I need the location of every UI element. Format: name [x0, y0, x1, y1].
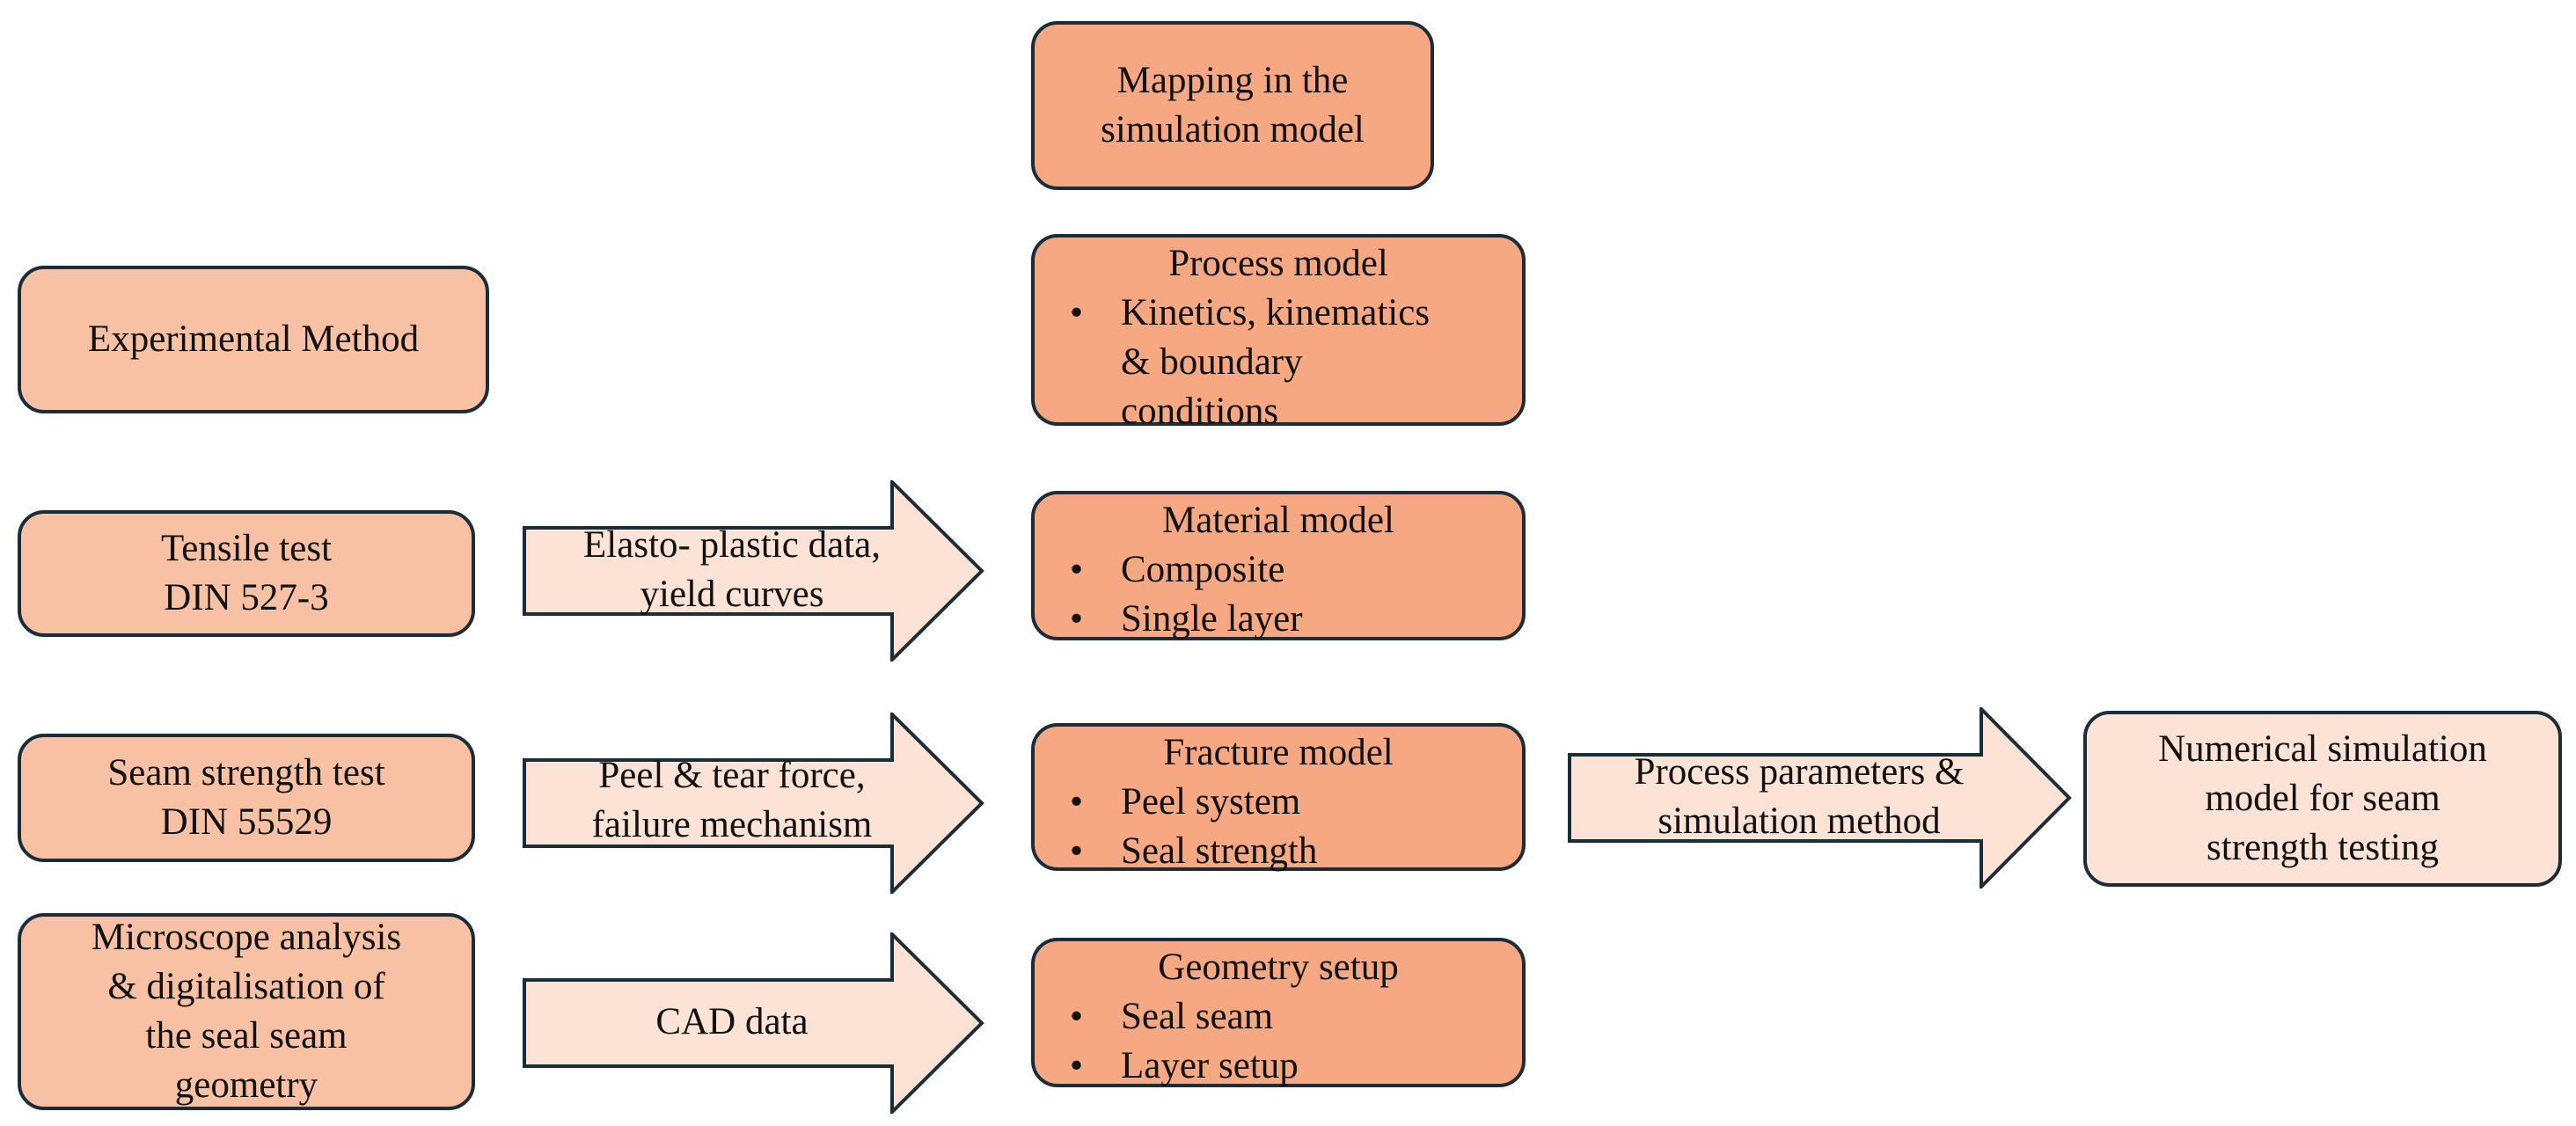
material-model-item: •Single layer — [1070, 595, 1513, 644]
material-model-title: Material model — [1162, 500, 1394, 541]
bullet-icon: • — [1070, 598, 1084, 640]
fracture-model-title: Fracture model — [1163, 732, 1394, 773]
arrow-right-icon — [1568, 707, 2072, 888]
geometry-setup-title: Geometry setup — [1158, 947, 1399, 988]
geometry-setup-item: •Seal seam — [1070, 992, 1513, 1042]
material-model-list: •Composite •Single layer — [1035, 545, 1522, 644]
cad-label: CAD data — [655, 1001, 809, 1042]
arrow-right-icon — [523, 480, 984, 662]
microscope-line-1: Microscope analysis — [91, 917, 402, 958]
bullet-icon: • — [1070, 996, 1084, 1037]
material-model-item: •Composite — [1070, 545, 1513, 595]
fracture-model-list: •Peel system •Seal strength — [1035, 778, 1522, 876]
bullet-icon: • — [1070, 1045, 1084, 1086]
microscope-line-4: geometry — [174, 1064, 318, 1106]
process-model-item: & boundary — [1121, 341, 1303, 383]
process-model-item: •Kinetics, kinematics — [1070, 289, 1513, 338]
mapping-line-1: Mapping in the — [1116, 60, 1349, 101]
bullet-icon: • — [1070, 781, 1084, 823]
arrow-right-icon — [523, 713, 984, 894]
peel-arrow: Peel & tear force, failure mechanism — [523, 713, 985, 894]
peel-label-line-2: failure mechanism — [591, 804, 873, 845]
microscope-line-3: the seal seam — [145, 1015, 348, 1057]
tensile-test-box: Tensile test DIN 527-3 — [18, 510, 475, 637]
result-line-2: model for seam — [2205, 778, 2441, 819]
bullet-icon: • — [1070, 292, 1084, 333]
elasto-arrow: Elasto- plastic data, yield curves — [523, 480, 985, 662]
tensile-test-line-1: Tensile test — [160, 528, 333, 569]
microscope-line-2: & digitalisation of — [107, 966, 385, 1007]
material-model-box: Material model •Composite •Single layer — [1031, 491, 1526, 640]
tensile-test-line-2: DIN 527-3 — [164, 577, 329, 618]
bullet-icon: • — [1070, 830, 1084, 872]
bullet-icon: • — [1070, 549, 1084, 590]
result-line-1: Numerical simulation — [2158, 728, 2487, 770]
fracture-model-item: •Peel system — [1070, 778, 1513, 827]
seam-test-line-1: Seam strength test — [107, 752, 385, 793]
process-model-title: Process model — [1168, 243, 1388, 284]
fracture-model-box: Fracture model •Peel system •Seal streng… — [1031, 723, 1526, 872]
arrow-right-icon — [523, 932, 984, 1114]
cad-arrow: CAD data — [523, 932, 985, 1114]
elasto-label-line-1: Elasto- plastic data, — [583, 524, 881, 566]
microscope-analysis-box: Microscope analysis & digitalisation of … — [18, 913, 475, 1110]
numerical-simulation-box: Numerical simulation model for seam stre… — [2083, 711, 2562, 887]
process-params-label-line-2: simulation method — [1658, 801, 1941, 842]
result-line-3: strength testing — [2206, 827, 2439, 868]
geometry-setup-box: Geometry setup •Seal seam •Layer setup — [1031, 938, 1526, 1087]
process-model-item: conditions — [1121, 391, 1279, 432]
experimental-method-box: Experimental Method — [18, 266, 489, 413]
fracture-model-item: •Seal strength — [1070, 827, 1513, 876]
mapping-header-box: Mapping in the simulation model — [1031, 21, 1434, 190]
process-model-box: Process model •Kinetics, kinematics & bo… — [1031, 234, 1526, 432]
geometry-setup-list: •Seal seam •Layer setup — [1035, 992, 1522, 1091]
process-model-list: •Kinetics, kinematics & boundary conditi… — [1035, 289, 1522, 436]
elasto-label-line-2: yield curves — [640, 574, 824, 615]
seam-test-line-2: DIN 55529 — [160, 801, 333, 843]
seam-strength-test-box: Seam strength test DIN 55529 — [18, 734, 475, 862]
process-params-arrow: Process parameters & simulation method — [1568, 707, 2073, 888]
mapping-line-2: simulation model — [1101, 109, 1365, 150]
process-params-label-line-1: Process parameters & — [1634, 751, 1965, 793]
peel-label-line-1: Peel & tear force, — [598, 755, 866, 796]
geometry-setup-item: •Layer setup — [1070, 1042, 1513, 1091]
experimental-method-label: Experimental Method — [87, 318, 420, 360]
